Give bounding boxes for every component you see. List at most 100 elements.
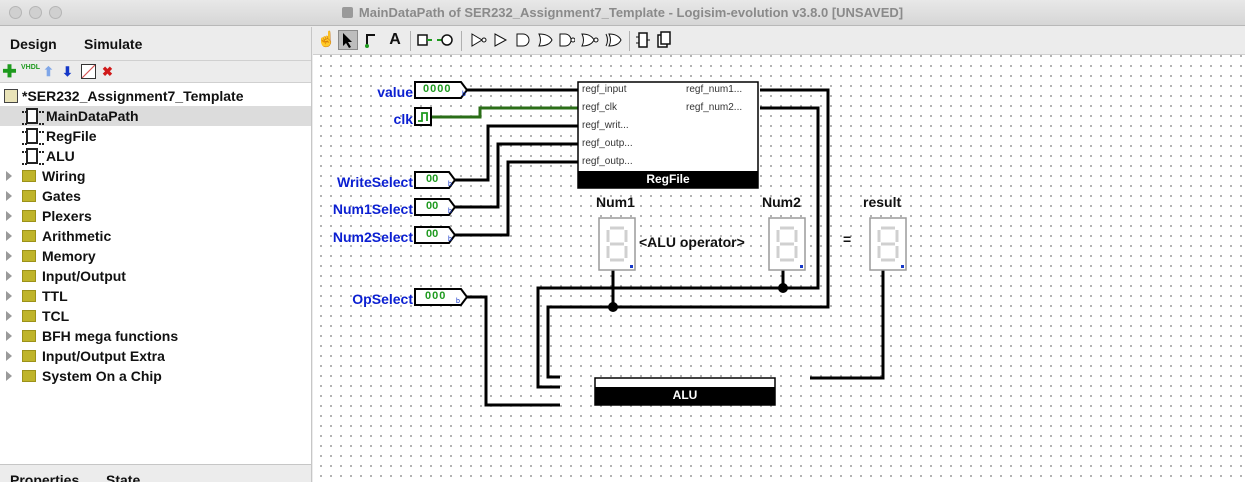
- circuit-name: MainDataPath: [46, 108, 139, 124]
- even-parity-icon[interactable]: [655, 30, 671, 50]
- expand-arrow-icon[interactable]: [6, 191, 12, 201]
- pin-value-radix: b: [462, 91, 466, 98]
- wire-num1select: [455, 142, 578, 209]
- num2-hex-display: [768, 217, 806, 271]
- circuit-drawing: [414, 81, 907, 407]
- pin-num2select[interactable]: [414, 226, 457, 244]
- expand-arrow-icon[interactable]: [6, 331, 12, 341]
- tree-project[interactable]: *SER232_Assignment7_Template: [0, 86, 311, 106]
- delete-icon[interactable]: ✖: [102, 64, 113, 79]
- num1-hex-display: [598, 217, 636, 271]
- expand-arrow-icon[interactable]: [6, 231, 12, 241]
- pin-value-display: 0000: [423, 83, 452, 95]
- expand-arrow-icon[interactable]: [6, 311, 12, 321]
- circuit-name: ALU: [46, 148, 75, 164]
- equals-sign: =: [843, 231, 852, 247]
- folder-icon: [22, 170, 36, 182]
- nand-gate-icon[interactable]: [559, 30, 576, 50]
- pin-num2select-display: 00: [426, 228, 439, 240]
- select-tool-icon[interactable]: [338, 30, 358, 50]
- circuit-canvas[interactable]: value clk WriteSelect Num1Select Num2Sel…: [313, 55, 1245, 482]
- pin-opselect[interactable]: [414, 288, 469, 306]
- library-name: TTL: [42, 288, 68, 304]
- tree-circuit-alu[interactable]: ALU: [0, 146, 311, 166]
- library-name: Input/Output: [42, 268, 126, 284]
- pin-label-writeselect: WriteSelect: [337, 174, 413, 190]
- expand-arrow-icon[interactable]: [6, 211, 12, 221]
- xor-gate-icon[interactable]: [605, 30, 623, 50]
- pin-label-clk: clk: [393, 111, 413, 127]
- regfile-port-write: regf_writ...: [582, 120, 629, 131]
- tab-simulate[interactable]: Simulate: [84, 36, 143, 52]
- folder-icon: [22, 270, 36, 282]
- expand-arrow-icon[interactable]: [6, 351, 12, 361]
- add-vhdl-icon[interactable]: VHDL: [21, 64, 41, 71]
- attribute-tabs: Properties State: [0, 464, 311, 482]
- library-name: BFH mega functions: [42, 328, 179, 344]
- tree-library-tcl[interactable]: TCL: [0, 306, 311, 326]
- buffer-icon[interactable]: [493, 30, 509, 50]
- wire-result: [810, 268, 885, 380]
- pin-value[interactable]: [414, 81, 469, 99]
- tree-library-gates[interactable]: Gates: [0, 186, 311, 206]
- pin-num2select-radix: b: [448, 236, 452, 243]
- tree-library-bfh-mega-functions[interactable]: BFH mega functions: [0, 326, 311, 346]
- circuit-icon: [22, 148, 42, 165]
- input-pin-icon[interactable]: [417, 30, 433, 50]
- library-name: Arithmetic: [42, 228, 112, 244]
- pin-writeselect[interactable]: [414, 171, 457, 189]
- wiring-tool-icon[interactable]: [363, 30, 381, 50]
- alu-component[interactable]: [594, 377, 776, 406]
- pin-clk[interactable]: [414, 107, 432, 126]
- tree-circuit-maindatapath[interactable]: MainDataPath: [0, 106, 311, 126]
- tree-library-ttl[interactable]: TTL: [0, 286, 311, 306]
- wire-num1-output: [546, 88, 830, 379]
- and-gate-icon[interactable]: [515, 30, 531, 50]
- tree-library-memory[interactable]: Memory: [0, 246, 311, 266]
- tree-library-system-on-a-chip[interactable]: System On a Chip: [0, 366, 311, 386]
- tree-circuit-regfile[interactable]: RegFile: [0, 126, 311, 146]
- text-tool-icon[interactable]: A: [389, 31, 401, 48]
- pin-label-opselect: OpSelect: [352, 291, 413, 307]
- folder-icon: [22, 230, 36, 242]
- toolbar-separator: [461, 31, 462, 51]
- poke-tool-icon[interactable]: ☝: [317, 31, 336, 48]
- close-window-button[interactable]: [9, 6, 22, 19]
- tree-library-arithmetic[interactable]: Arithmetic: [0, 226, 311, 246]
- tab-state[interactable]: State: [106, 472, 141, 482]
- tree-library-wiring[interactable]: Wiring: [0, 166, 311, 186]
- folder-icon: [22, 250, 36, 262]
- folder-icon: [22, 350, 36, 362]
- wire-junction: [778, 283, 788, 293]
- tab-properties[interactable]: Properties: [10, 472, 80, 482]
- expand-arrow-icon[interactable]: [6, 171, 12, 181]
- output-pin-icon[interactable]: [437, 30, 455, 50]
- design-simulate-tabs: Design Simulate: [0, 27, 311, 61]
- alu-operator-text: <ALU operator>: [639, 234, 745, 250]
- zoom-window-button[interactable]: [49, 6, 62, 19]
- nor-gate-icon[interactable]: [581, 30, 599, 50]
- num2-label: Num2: [762, 194, 801, 210]
- odd-parity-icon[interactable]: [635, 30, 651, 50]
- expand-arrow-icon[interactable]: [6, 291, 12, 301]
- tree-library-plexers[interactable]: Plexers: [0, 206, 311, 226]
- move-down-icon[interactable]: ⬇: [62, 64, 73, 79]
- regfile-port-num2: regf_num2...: [686, 102, 743, 113]
- not-gate-icon[interactable]: [470, 30, 488, 50]
- tab-design[interactable]: Design: [10, 36, 57, 52]
- regfile-port-clk: regf_clk: [582, 102, 618, 113]
- add-circuit-icon[interactable]: ✚: [2, 62, 17, 81]
- regfile-component[interactable]: [577, 81, 759, 189]
- edit-appearance-icon[interactable]: [81, 64, 96, 79]
- or-gate-icon[interactable]: [537, 30, 553, 50]
- pin-num1select[interactable]: [414, 198, 457, 216]
- minimize-window-button[interactable]: [29, 6, 42, 19]
- move-up-icon[interactable]: ⬆: [43, 64, 54, 79]
- wire-junction: [608, 302, 618, 312]
- expand-arrow-icon[interactable]: [6, 371, 12, 381]
- tree-library-input-output[interactable]: Input/Output: [0, 266, 311, 286]
- expand-arrow-icon[interactable]: [6, 251, 12, 261]
- pin-opselect-display: 000: [425, 290, 447, 302]
- expand-arrow-icon[interactable]: [6, 271, 12, 281]
- tree-library-input-output-extra[interactable]: Input/Output Extra: [0, 346, 311, 366]
